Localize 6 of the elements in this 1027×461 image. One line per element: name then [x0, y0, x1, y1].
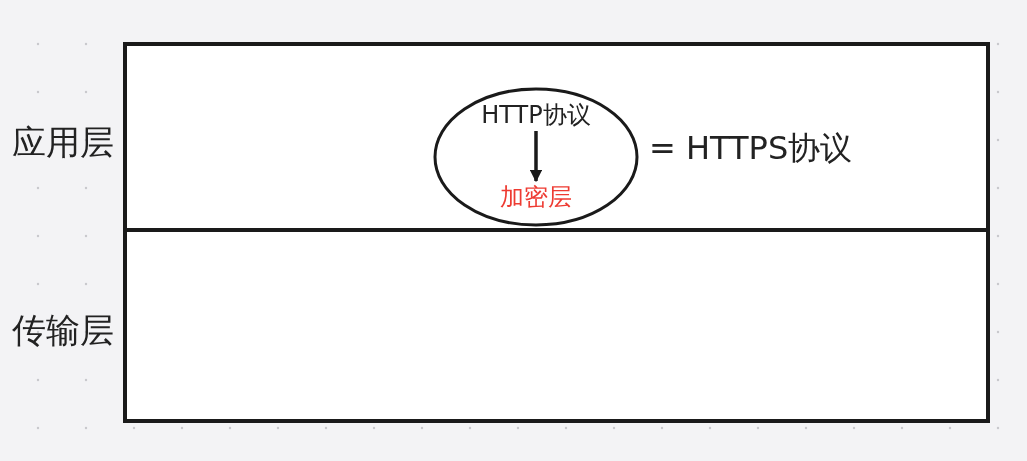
- layer-label: 应用层: [12, 121, 114, 164]
- arrow: [529, 131, 543, 183]
- layer-label: 传输层: [12, 309, 114, 352]
- equation-text: = HTTPS协议: [649, 128, 853, 169]
- node-text: HTTP协议: [481, 101, 591, 129]
- node-text: 加密层: [500, 183, 572, 211]
